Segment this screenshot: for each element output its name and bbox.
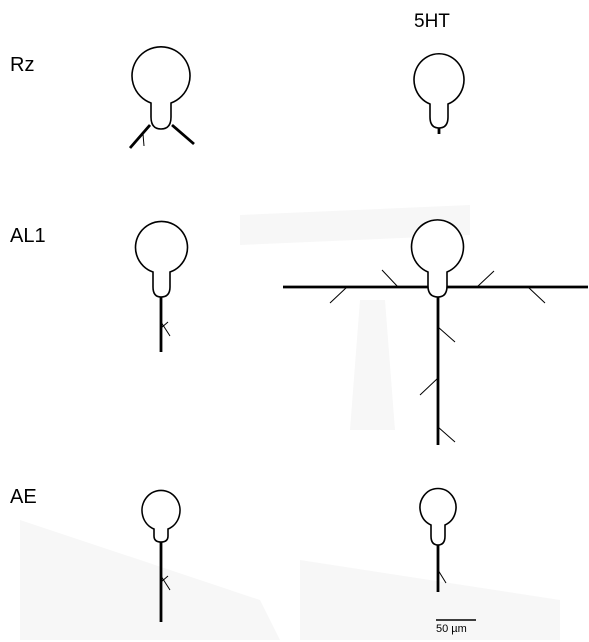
column-header-5ht: 5HT [414, 11, 450, 32]
row-label-rz: Rz [10, 54, 35, 76]
neuron-al1-5ht [283, 219, 588, 445]
neuron-al1-control [134, 220, 189, 352]
scale-bar-label: 50 µm [436, 623, 467, 635]
neuron-rz-control [128, 46, 195, 149]
neuron-ae-control [141, 489, 181, 622]
row-label-al1: AL1 [10, 225, 46, 247]
row-label-ae: AE [10, 486, 37, 508]
background-artifacts [20, 205, 560, 640]
neuron-ae-5ht [419, 487, 457, 592]
neuron-rz-5ht [413, 52, 465, 134]
